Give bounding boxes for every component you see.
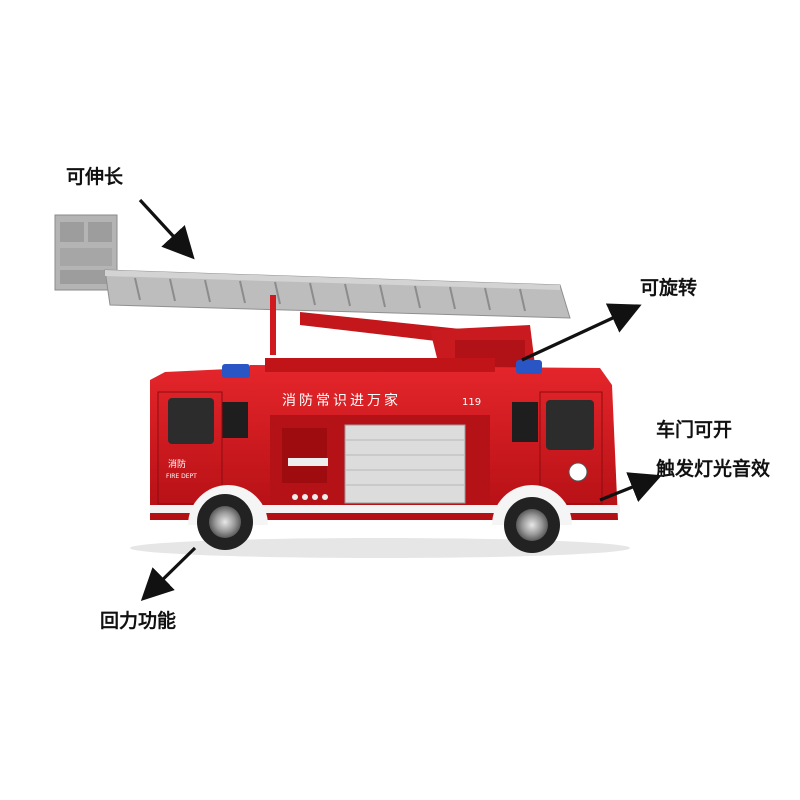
label-extendable: 可伸长	[66, 166, 124, 188]
truck-body	[150, 358, 620, 520]
label-doors-open: 车门可开	[656, 419, 733, 441]
extendable-ladder	[104, 269, 571, 319]
emergency-number: 119	[462, 397, 481, 408]
light-bar-front	[222, 364, 250, 378]
label-pullback: 回力功能	[100, 610, 177, 632]
arrow-rotatable	[521, 303, 642, 362]
side-slogan: 消防常识进万家	[282, 392, 401, 409]
door-text-en: FIRE DEPT	[166, 473, 197, 480]
label-lights-sound: 触发灯光音效	[656, 458, 771, 480]
rear-wheel	[492, 485, 572, 553]
door-text-cn: 消防	[168, 458, 186, 470]
label-rotatable: 可旋转	[640, 277, 698, 299]
ground-shadow	[130, 538, 630, 558]
arrow-extendable	[138, 198, 195, 260]
front-wheel	[188, 485, 268, 550]
light-bar-rear	[516, 360, 542, 374]
arrow-lights	[599, 472, 662, 502]
arrow-pullback	[140, 546, 197, 601]
